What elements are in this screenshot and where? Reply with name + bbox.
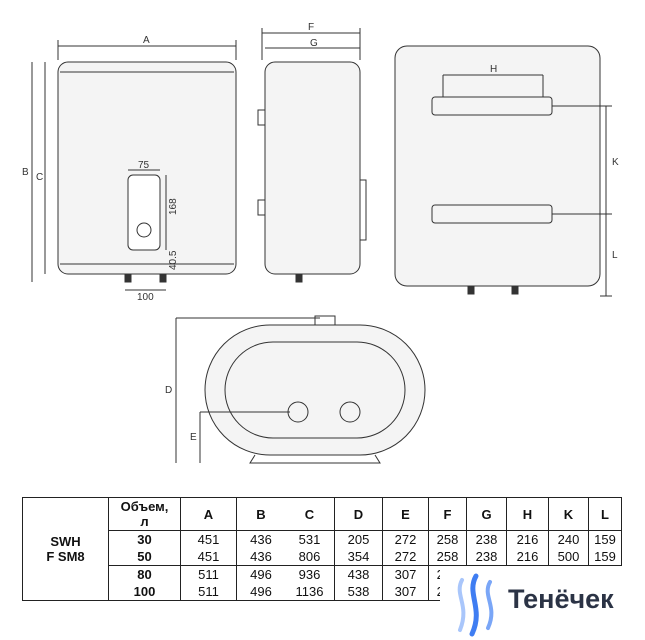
table-cell: 240 — [548, 530, 589, 548]
label-b: B — [22, 167, 29, 178]
table-cell: 500 — [548, 548, 589, 566]
table-cell: 354 — [334, 548, 383, 566]
front-view — [31, 40, 237, 291]
label-168: 168 — [168, 198, 179, 215]
label-h: H — [490, 64, 497, 75]
label-f: F — [308, 22, 314, 33]
side-view — [257, 28, 367, 283]
table-cell: 307 — [382, 583, 429, 601]
label-a: A — [143, 35, 150, 46]
label-75: 75 — [138, 160, 150, 171]
col-d: D — [334, 497, 383, 531]
waves-icon — [457, 573, 494, 637]
col-c: C — [285, 497, 335, 531]
table-cell: 272 — [382, 548, 429, 566]
table-cell: 451 — [180, 548, 237, 566]
col-e: E — [382, 497, 429, 531]
label-e: E — [190, 432, 197, 443]
table-cell: 205 — [334, 530, 383, 548]
table-cell: 258 — [428, 548, 467, 566]
label-g: G — [310, 38, 318, 49]
table-header-row: SWH F SM8 Объем,л A B C D E F G H K L — [22, 497, 622, 601]
table-cell: 436 — [236, 530, 285, 548]
table-cell: 436 — [236, 548, 285, 566]
label-100: 100 — [137, 292, 154, 303]
tenechek-logo: Тенёчек — [440, 566, 645, 640]
table-cell: 451 — [180, 530, 237, 548]
label-c: C — [36, 172, 43, 183]
dimensions-table: SWH F SM8 Объем,л A B C D E F G H K L 30… — [22, 497, 622, 601]
table-cell: 216 — [506, 530, 549, 548]
label-l: L — [612, 250, 618, 261]
bottom-view — [175, 315, 426, 464]
volume-header: Объем,л — [108, 497, 181, 531]
col-a: A — [180, 497, 237, 531]
table-cell: 307 — [382, 565, 429, 583]
label-d: D — [165, 385, 172, 396]
table-cell: 80 — [108, 565, 181, 583]
table-cell: 159 — [588, 548, 622, 566]
label-40-5: 40.5 — [168, 250, 179, 270]
table-cell: 806 — [285, 548, 335, 566]
table-cell: 438 — [334, 565, 383, 583]
logo-text: Тенёчек — [508, 584, 614, 614]
table-cell: 216 — [506, 548, 549, 566]
volume-header-2: л — [140, 514, 149, 529]
col-f: F — [428, 497, 467, 531]
col-l: L — [588, 497, 622, 531]
model-cell: SWH F SM8 — [22, 497, 109, 601]
table-cell: 538 — [334, 583, 383, 601]
label-k: K — [612, 157, 619, 168]
technical-drawing: A B C 75 168 40.5 100 F G H K L D E — [22, 22, 619, 464]
table-cell: 496 — [236, 565, 285, 583]
col-b: B — [236, 497, 285, 531]
table-cell: 511 — [180, 565, 237, 583]
col-g: G — [466, 497, 507, 531]
table-cell: 511 — [180, 583, 237, 601]
table-cell: 100 — [108, 583, 181, 601]
table-cell: 238 — [466, 530, 507, 548]
table-cell: 258 — [428, 530, 467, 548]
table-cell: 1136 — [285, 583, 335, 601]
table-cell: 159 — [588, 530, 622, 548]
model-line-1: SWH — [50, 534, 81, 549]
table-cell: 531 — [285, 530, 335, 548]
table-cell: 496 — [236, 583, 285, 601]
volume-header-1: Объем, — [120, 499, 169, 514]
table-cell: 272 — [382, 530, 429, 548]
table-cell: 30 — [108, 530, 181, 548]
col-k: K — [548, 497, 589, 531]
col-h: H — [506, 497, 549, 531]
table-cell: 50 — [108, 548, 181, 566]
table-cell: 936 — [285, 565, 335, 583]
table-cell: 238 — [466, 548, 507, 566]
model-line-2: F SM8 — [46, 549, 85, 564]
back-view — [394, 45, 612, 297]
